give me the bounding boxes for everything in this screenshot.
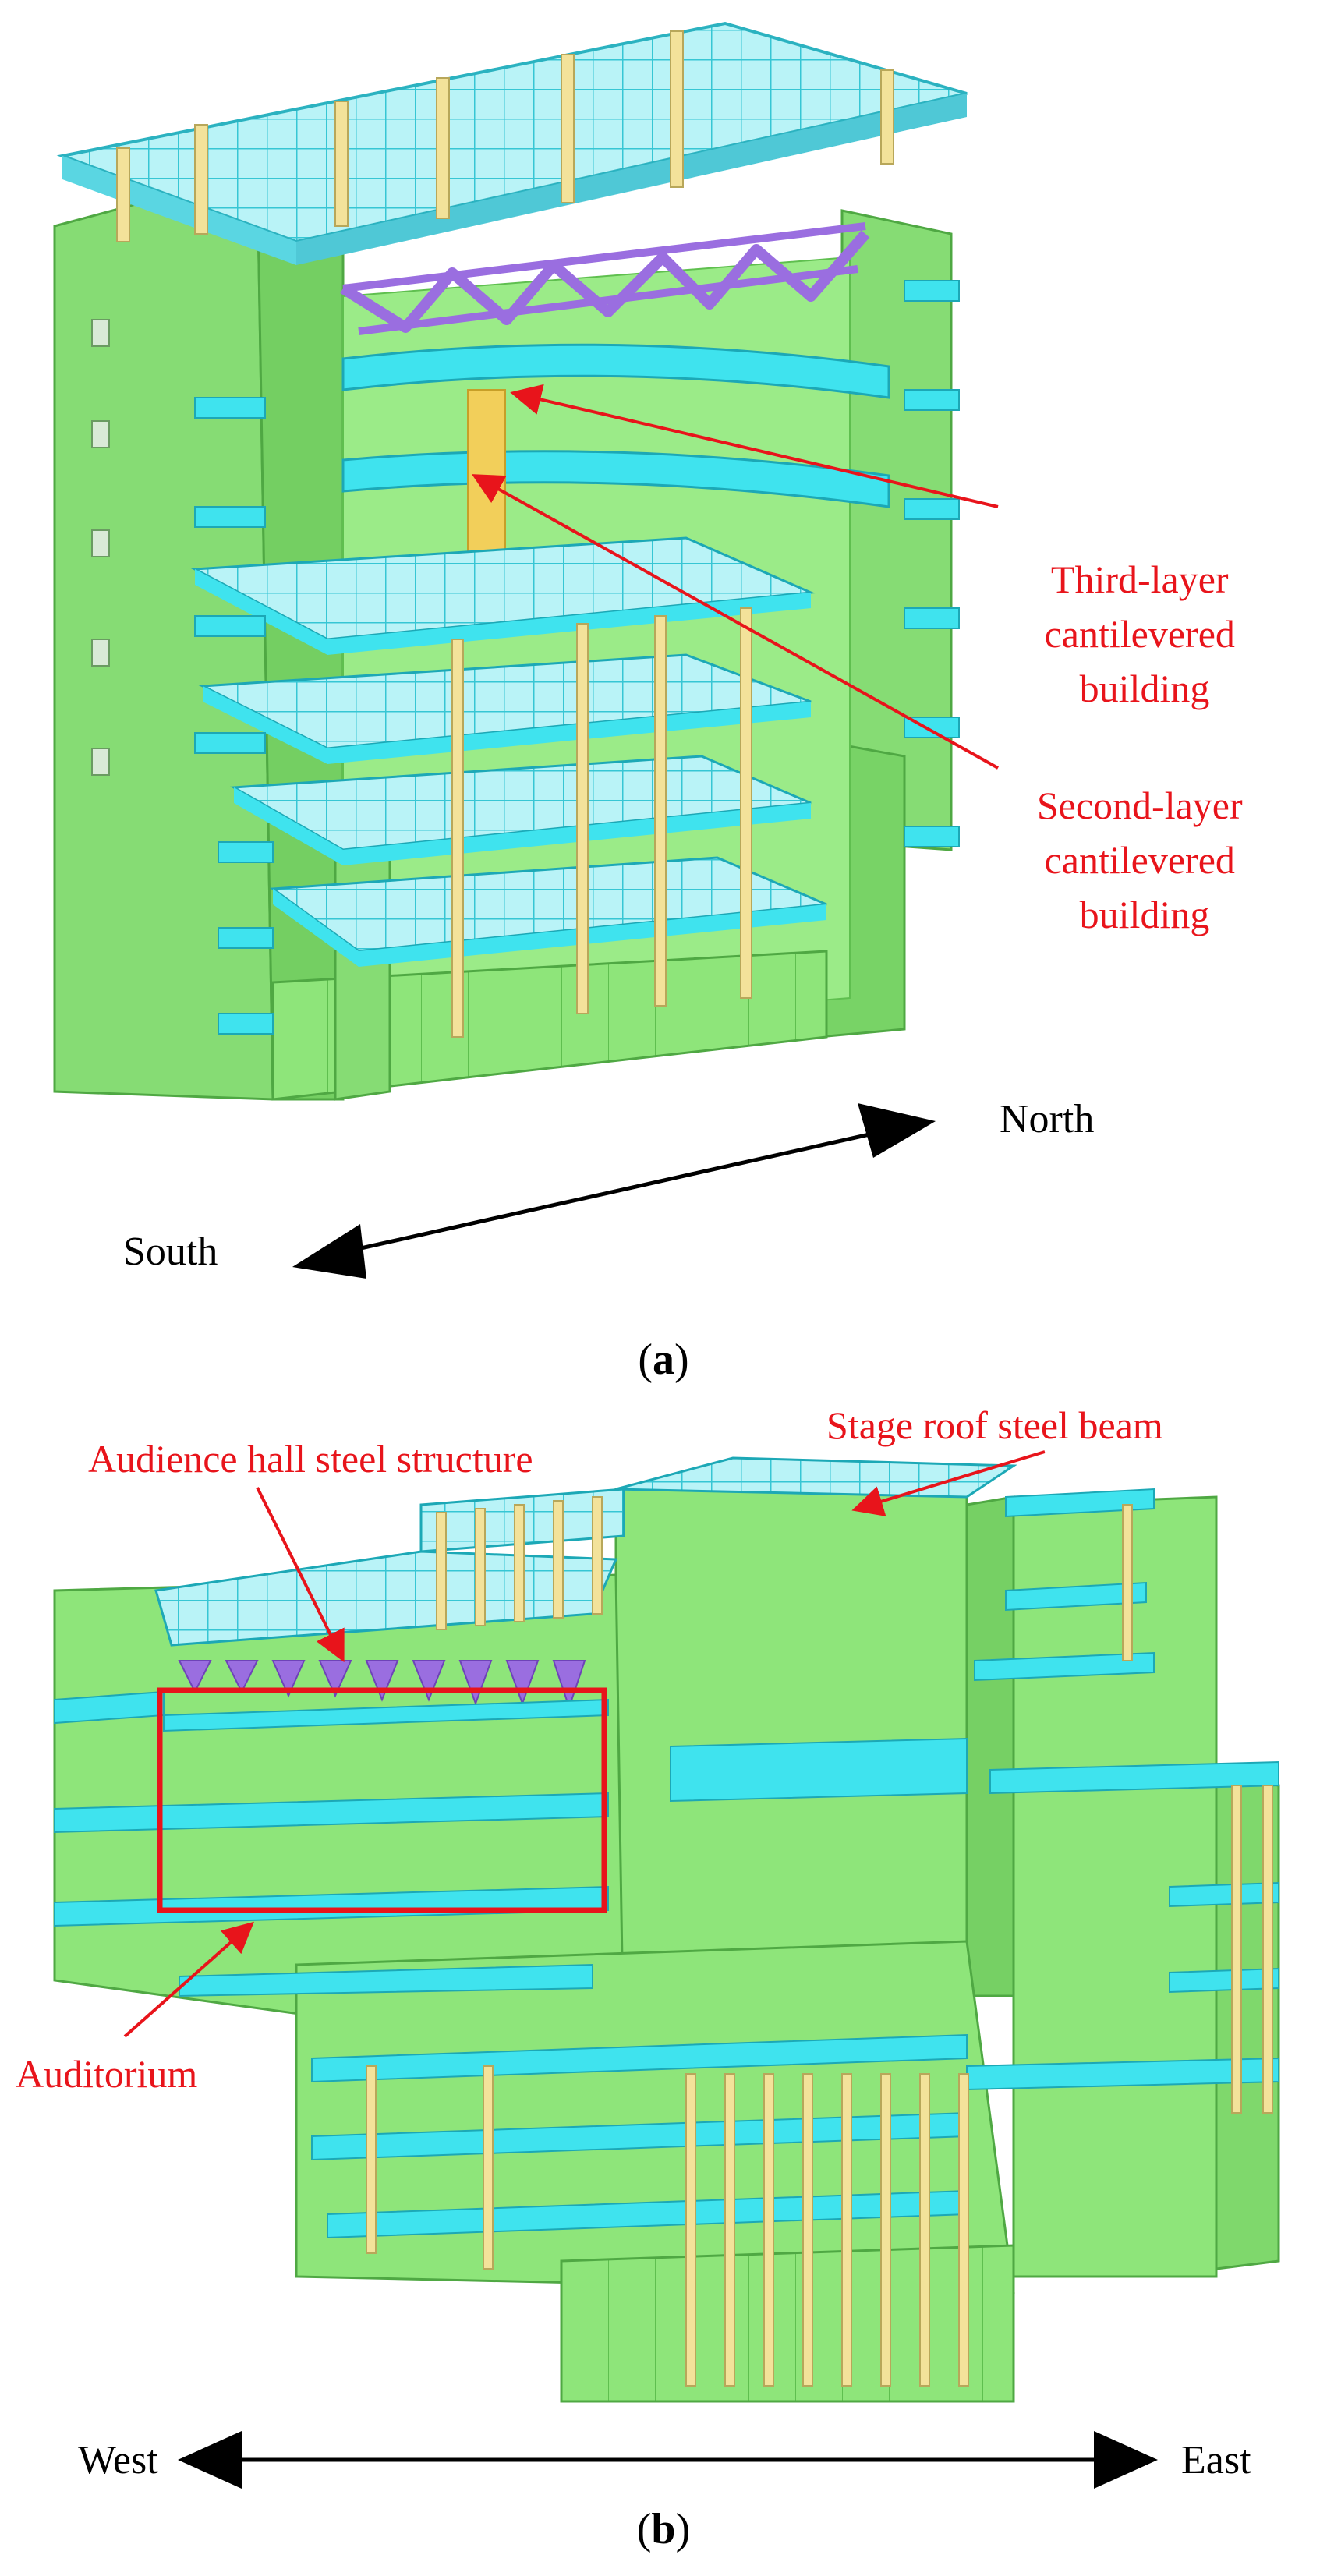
panel-b-roof-columns (436, 1496, 603, 1630)
panel-a-third-layer-arrow (510, 384, 999, 508)
panel-b-model (53, 1456, 1280, 2403)
panel-a-core-column (467, 389, 506, 570)
east-label: East (1181, 2438, 1251, 2482)
panel-a-second-layer-label: Second-layer cantilevered building (1037, 784, 1252, 936)
panel-a-roof-columns (116, 30, 894, 242)
panel-b-stage-tower-side (965, 1495, 1015, 1997)
panel-a-model (53, 21, 968, 1101)
panel-a-cantilever-slabs (341, 343, 890, 570)
panel-a-direction-arrow (346, 1132, 870, 1254)
panel-a-arrowhead-south (292, 1224, 366, 1279)
panel-b-tag: (b) (637, 2505, 690, 2553)
panel-a-third-layer-label: Third-layer cantilevered building (1045, 557, 1245, 710)
panel-a-windows (91, 319, 110, 776)
south-label: South (123, 1230, 218, 1274)
audience-hall-arrow (256, 1487, 345, 1663)
panel-b-west-roof (154, 1550, 618, 1647)
panel-b-stage-roof (615, 1456, 1017, 1499)
auditorium-label: Auditorium (16, 2052, 197, 2096)
panel-a-arrowhead-north (858, 1103, 936, 1158)
panel-b-base-block (560, 2244, 1015, 2403)
audience-hall-label: Audience hall steel structure (88, 1437, 533, 1481)
auditorium-arrow (123, 1921, 254, 2038)
panel-a-third-layer-slab (341, 343, 890, 399)
panel-a-interior-columns (451, 607, 752, 1038)
stage-roof-arrow (851, 1450, 1046, 1516)
auditorium-box (157, 1687, 607, 1913)
panel-a-side-balconies (194, 280, 960, 1035)
north-label: North (1000, 1097, 1094, 1141)
panel-b-annotations: Stage roof steel beam Audience hall stee… (16, 1403, 1251, 2553)
panel-a-second-layer-arrow (472, 474, 999, 770)
stage-roof-label: Stage roof steel beam (826, 1403, 1163, 1447)
west-label: West (78, 2438, 158, 2482)
panel-b-west-floors (54, 1690, 609, 1997)
panel-b-arrowhead-west (178, 2431, 242, 2489)
panel-a-tag: (a) (638, 1336, 688, 1384)
panel-a-annotations: Third-layer cantilevered building Second… (123, 384, 1252, 1384)
panel-a-steel-truss (340, 222, 870, 335)
panel-a-front-wall (271, 950, 828, 1101)
panel-b-arrowhead-east (1094, 2431, 1158, 2489)
panel-a-roof-edge-2 (296, 94, 967, 265)
panel-b-lower-columns (366, 1504, 1273, 2387)
